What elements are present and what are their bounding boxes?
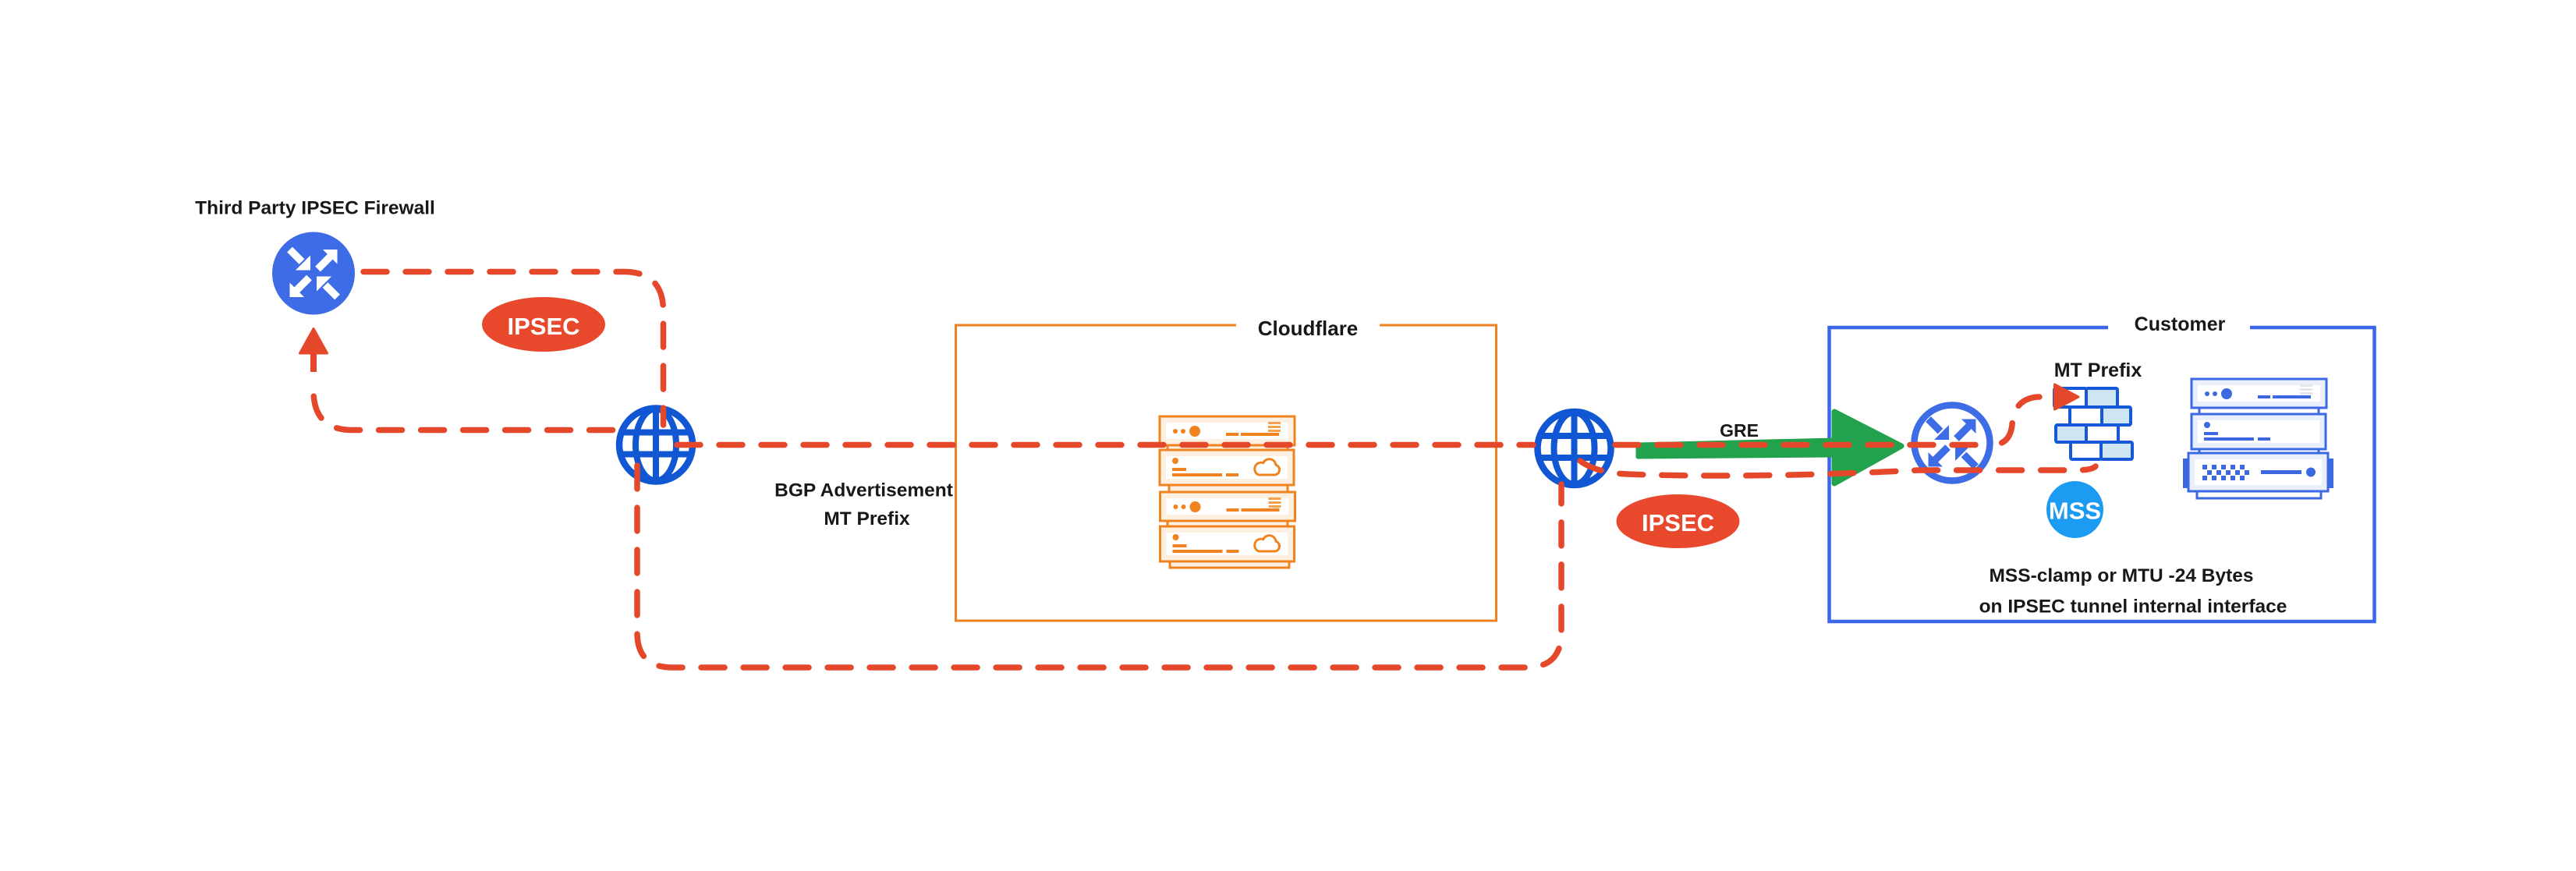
svg-text:GRE: GRE	[1720, 420, 1759, 441]
svg-text:IPSEC: IPSEC	[507, 313, 579, 340]
svg-text:on IPSEC tunnel internal inter: on IPSEC tunnel internal interface	[1979, 597, 2287, 618]
svg-text:MSS-clamp or MTU -24 Bytes: MSS-clamp or MTU -24 Bytes	[1990, 565, 2254, 586]
svg-text:Customer: Customer	[2135, 313, 2226, 335]
svg-text:Third Party IPSEC Firewall: Third Party IPSEC Firewall	[195, 198, 435, 219]
svg-text:MSS: MSS	[2049, 497, 2101, 525]
svg-text:MT Prefix: MT Prefix	[2054, 359, 2142, 381]
svg-text:MT Prefix: MT Prefix	[824, 508, 910, 529]
svg-text:Cloudflare: Cloudflare	[1258, 317, 1359, 340]
svg-text:IPSEC: IPSEC	[1642, 509, 1714, 536]
svg-text:BGP Advertisement: BGP Advertisement	[774, 480, 953, 501]
